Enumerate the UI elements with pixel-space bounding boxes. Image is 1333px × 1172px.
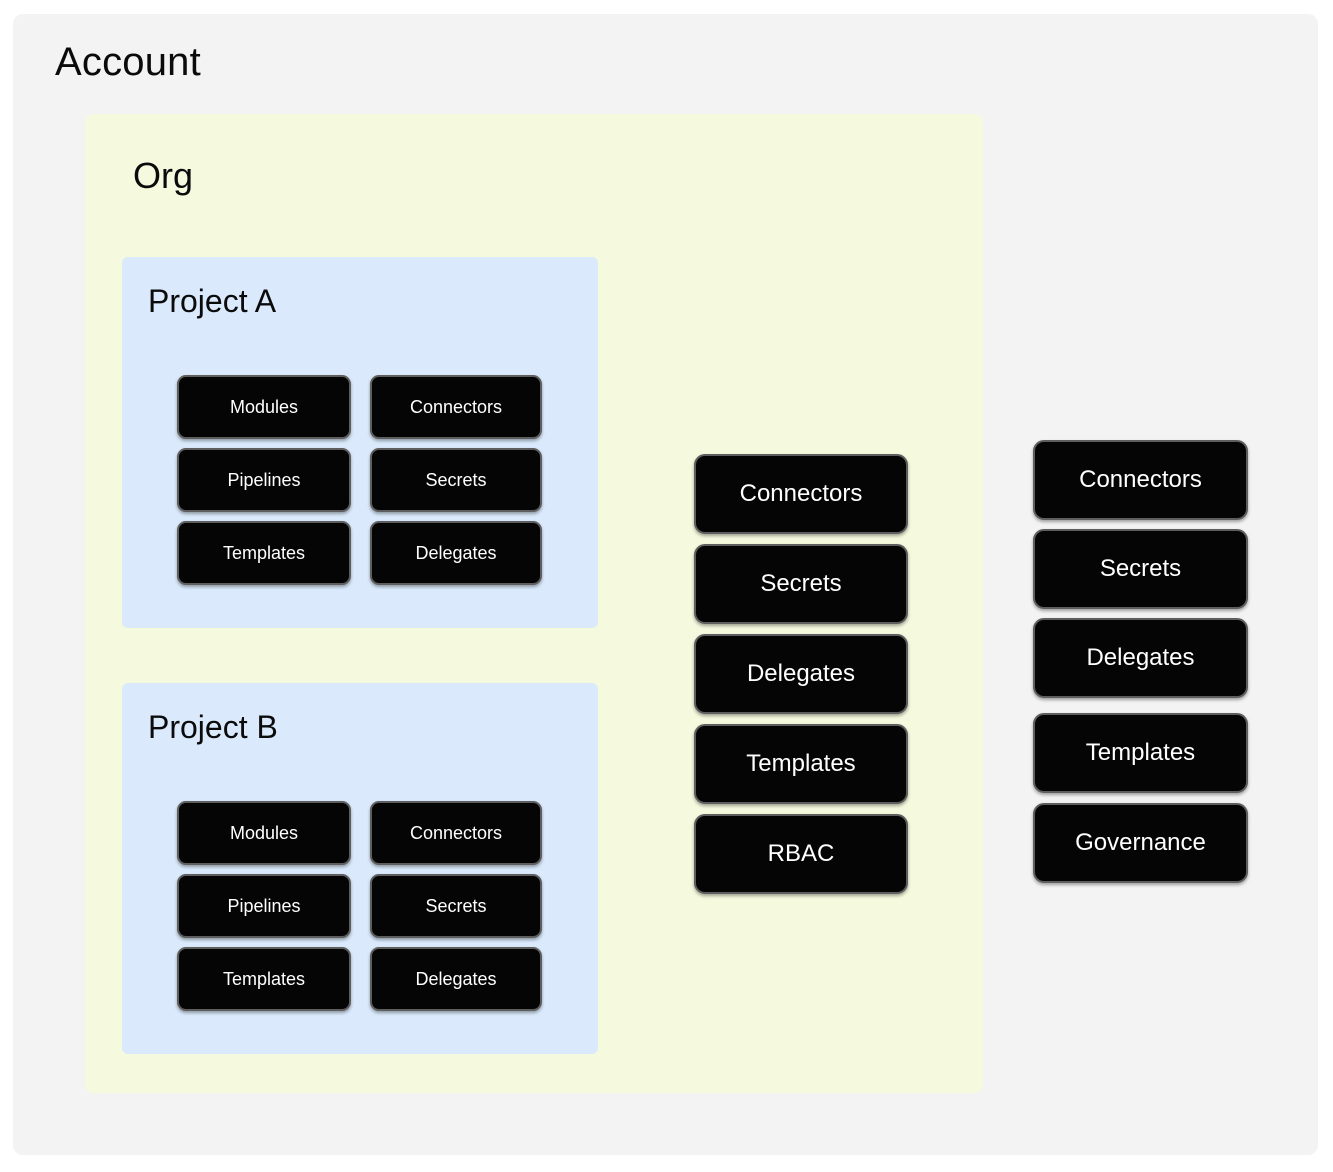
account-resource-connectors[interactable]: Connectors <box>1033 440 1248 520</box>
project-a-resource-delegates[interactable]: Delegates <box>370 521 542 585</box>
project-b-resource-connectors[interactable]: Connectors <box>370 801 542 865</box>
project-b-resource-delegates[interactable]: Delegates <box>370 947 542 1011</box>
project-container-a: Project A Modules Connectors Pipelines S… <box>122 257 598 628</box>
account-resource-delegates[interactable]: Delegates <box>1033 618 1248 698</box>
org-resource-rbac[interactable]: RBAC <box>694 814 908 894</box>
project-a-resource-connectors[interactable]: Connectors <box>370 375 542 439</box>
diagram-canvas: Account Org Project A Modules Connectors… <box>13 14 1318 1155</box>
org-resource-delegates[interactable]: Delegates <box>694 634 908 714</box>
project-a-resource-pipelines[interactable]: Pipelines <box>177 448 351 512</box>
account-resource-column: Connectors Secrets Delegates Templates G… <box>1033 440 1248 883</box>
account-resource-secrets[interactable]: Secrets <box>1033 529 1248 609</box>
account-resource-governance[interactable]: Governance <box>1033 803 1248 883</box>
org-resource-templates[interactable]: Templates <box>694 724 908 804</box>
project-b-resource-templates[interactable]: Templates <box>177 947 351 1011</box>
project-container-b: Project B Modules Connectors Pipelines S… <box>122 683 598 1054</box>
project-b-resource-pipelines[interactable]: Pipelines <box>177 874 351 938</box>
org-resource-secrets[interactable]: Secrets <box>694 544 908 624</box>
project-b-resource-grid: Modules Connectors Pipelines Secrets Tem… <box>177 801 543 1011</box>
project-b-title: Project B <box>148 709 278 745</box>
project-a-title: Project A <box>148 283 277 319</box>
project-a-resource-secrets[interactable]: Secrets <box>370 448 542 512</box>
project-a-resource-grid: Modules Connectors Pipelines Secrets Tem… <box>177 375 543 585</box>
org-resource-connectors[interactable]: Connectors <box>694 454 908 534</box>
account-title: Account <box>55 40 201 84</box>
account-resource-templates[interactable]: Templates <box>1033 713 1248 793</box>
project-a-resource-templates[interactable]: Templates <box>177 521 351 585</box>
project-a-resource-modules[interactable]: Modules <box>177 375 351 439</box>
org-container: Org Project A Modules Connectors Pipelin… <box>85 114 983 1093</box>
org-title: Org <box>133 155 194 196</box>
project-b-resource-secrets[interactable]: Secrets <box>370 874 542 938</box>
org-resource-column: Connectors Secrets Delegates Templates R… <box>694 454 908 894</box>
project-b-resource-modules[interactable]: Modules <box>177 801 351 865</box>
